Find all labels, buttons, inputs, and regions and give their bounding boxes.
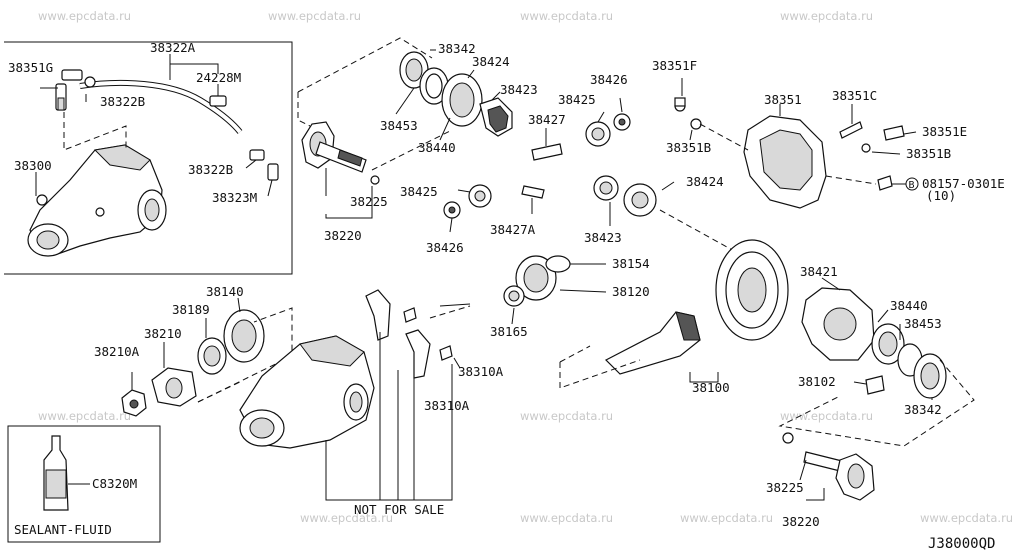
- companion-flange-group-top: [297, 37, 513, 219]
- label-38322B-mid: 38322B: [188, 162, 233, 177]
- label-38300: 38300: [14, 158, 52, 173]
- label-38351: 38351: [764, 92, 802, 107]
- label-38423-top: 38423: [500, 82, 538, 97]
- label-38426-top: 38426: [590, 72, 628, 87]
- label-08157-0301E: 08157-0301E: [922, 176, 1005, 191]
- label-38351C: 38351C: [832, 88, 877, 103]
- label-38220-top: 38220: [324, 228, 362, 243]
- label-38425-mid: 38425: [400, 184, 438, 199]
- watermark-text: www.epcdata.ru: [38, 9, 131, 23]
- label-38421: 38421: [800, 264, 838, 279]
- label-38423-mid: 38423: [584, 230, 622, 245]
- label-38322A: 38322A: [150, 40, 196, 55]
- diagram-code: J38000QD: [928, 536, 995, 552]
- label-38322B-top: 38322B: [100, 94, 145, 109]
- label-08157-qty: (10): [926, 188, 956, 203]
- label-38100: 38100: [692, 380, 730, 395]
- label-38426-mid: 38426: [426, 240, 464, 255]
- label-38342-bot: 38342: [904, 402, 942, 417]
- part-labels: 38351G 38322A 24228M 38322B 38300 38322B…: [8, 40, 1005, 552]
- watermark-text: www.epcdata.ru: [520, 9, 613, 23]
- watermark-text: www.epcdata.ru: [920, 511, 1013, 525]
- label-38225-bot: 38225: [766, 480, 804, 495]
- label-not-for-sale: NOT FOR SALE: [354, 502, 444, 517]
- label-38102: 38102: [798, 374, 836, 389]
- label-38351B-left: 38351B: [666, 140, 711, 155]
- inset-breather-assembly: [4, 41, 293, 275]
- front-housing-group: [121, 289, 471, 501]
- label-38351G: 38351G: [8, 60, 53, 75]
- label-38120: 38120: [612, 284, 650, 299]
- label-38453-bot: 38453: [904, 316, 942, 331]
- bolt-badge-circle: [905, 177, 919, 191]
- watermark-text: www.epcdata.ru: [268, 9, 361, 23]
- label-38424-mid: 38424: [686, 174, 724, 189]
- watermark-text: www.epcdata.ru: [300, 511, 393, 525]
- rear-cover-group: [674, 78, 919, 209]
- drive-gear-group: [503, 239, 789, 389]
- label-38220-bot: 38220: [782, 514, 820, 529]
- label-38210: 38210: [144, 326, 182, 341]
- inset-frame: [4, 41, 293, 275]
- label-38351B-right: 38351B: [906, 146, 951, 161]
- label-38210A: 38210A: [94, 344, 140, 359]
- label-38427A: 38427A: [490, 222, 536, 237]
- label-38440-bot: 38440: [890, 298, 928, 313]
- watermark-layer: www.epcdata.ru www.epcdata.ru www.epcdat…: [38, 9, 1013, 525]
- watermark-text: www.epcdata.ru: [520, 511, 613, 525]
- sealant-frame: [7, 425, 161, 543]
- label-sealant-fluid: SEALANT-FLUID: [14, 522, 112, 537]
- sealant-inset: [7, 425, 161, 543]
- final-drive-housing-drawing: [27, 144, 167, 257]
- watermark-text: www.epcdata.ru: [680, 511, 773, 525]
- label-38154: 38154: [612, 256, 650, 271]
- label-24228M: 24228M: [196, 70, 241, 85]
- bolt-badge-letter: B: [909, 180, 915, 191]
- label-38342-top: 38342: [438, 41, 476, 56]
- label-38453-top: 38453: [380, 118, 418, 133]
- label-38351E: 38351E: [922, 124, 967, 139]
- label-38165: 38165: [490, 324, 528, 339]
- label-C8320M: C8320M: [92, 476, 137, 491]
- differential-case-group: [778, 277, 975, 447]
- label-38310A-lower: 38310A: [424, 398, 470, 413]
- watermark-text: www.epcdata.ru: [38, 409, 131, 423]
- label-38323M: 38323M: [212, 190, 257, 205]
- watermark-text: www.epcdata.ru: [780, 9, 873, 23]
- watermark-text: www.epcdata.ru: [780, 409, 873, 423]
- label-38351F: 38351F: [652, 58, 697, 73]
- label-38440-top: 38440: [418, 140, 456, 155]
- label-38310A-upper: 38310A: [458, 364, 504, 379]
- label-38424-top: 38424: [472, 54, 510, 69]
- label-38140: 38140: [206, 284, 244, 299]
- differential-gears-group: [443, 97, 737, 253]
- companion-flange-group-bottom: [782, 432, 875, 501]
- label-38189: 38189: [172, 302, 210, 317]
- watermark-text: www.epcdata.ru: [520, 409, 613, 423]
- label-38225-top: 38225: [350, 194, 388, 209]
- label-38425-top: 38425: [558, 92, 596, 107]
- label-38427: 38427: [528, 112, 566, 127]
